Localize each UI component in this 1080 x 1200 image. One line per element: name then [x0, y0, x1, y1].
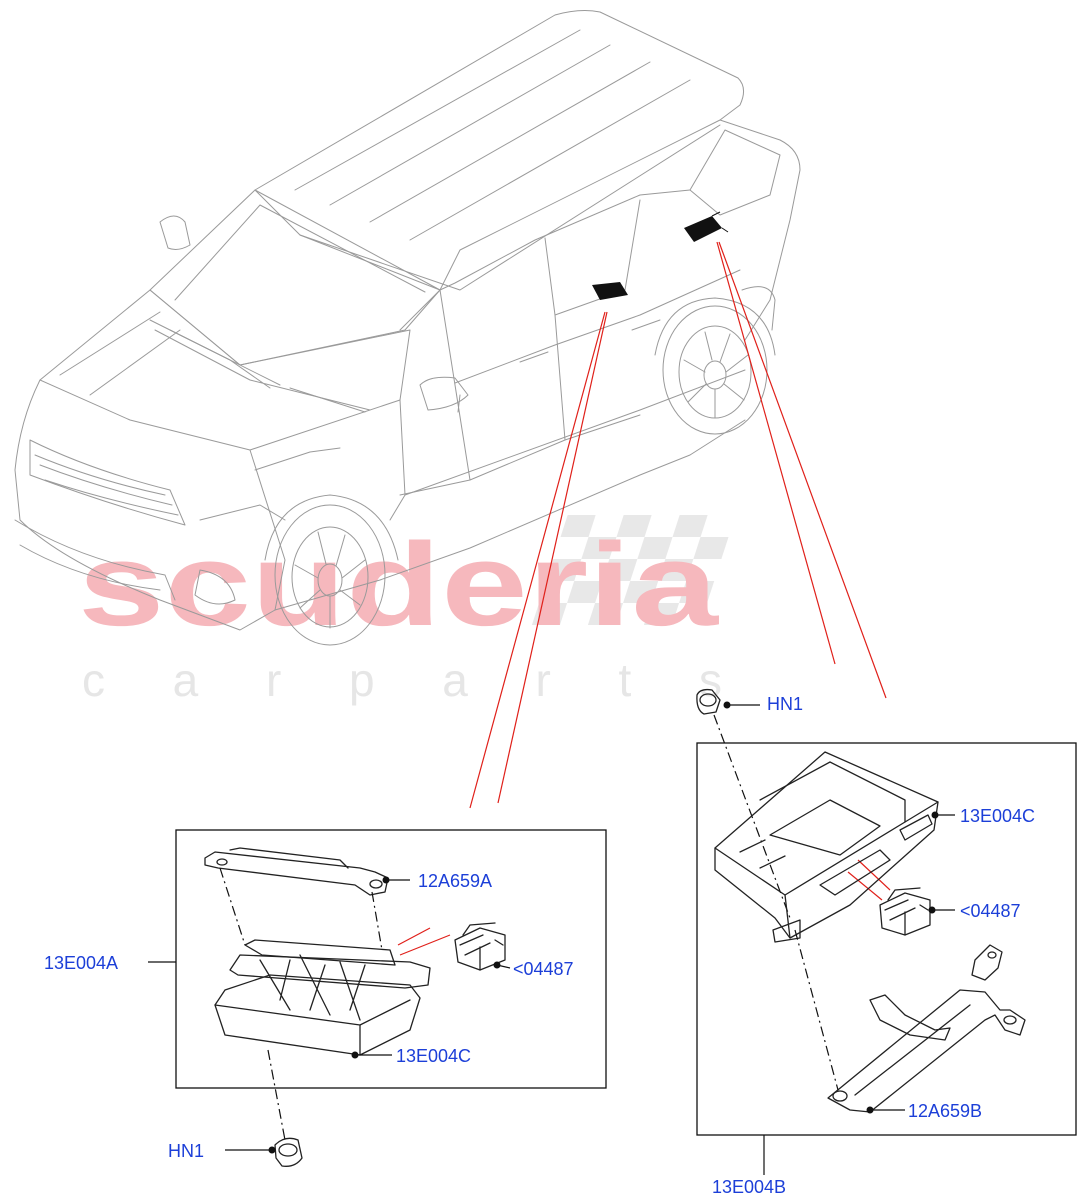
label-13e004c-left: 13E004C [396, 1046, 471, 1066]
electrical-connector-icon [454, 922, 506, 971]
control-module-icon [714, 751, 939, 943]
left-assembly [148, 829, 607, 1167]
right-assembly [696, 688, 1077, 1175]
watermark-tagline: c a r p a r t s [82, 654, 722, 706]
right-assembly-frame [696, 742, 1077, 1136]
checkered-flag-watermark [531, 515, 729, 625]
label-04487-left: <04487 [513, 959, 574, 979]
location-leaders [397, 241, 891, 956]
control-module-icon [214, 939, 431, 1056]
label-13e004a: 13E004A [44, 953, 118, 973]
label-13e004b: 13E004B [712, 1177, 786, 1197]
suv-line-art-icon [14, 10, 801, 646]
watermark-brand: scuderia [78, 519, 720, 651]
label-hn1-top: HN1 [767, 694, 803, 714]
flange-nut-icon [274, 1137, 303, 1167]
mounting-bracket-icon [827, 944, 1026, 1113]
mounting-bracket-icon [204, 847, 389, 896]
left-assembly-frame [175, 829, 607, 1089]
electrical-connector-icon [879, 887, 931, 936]
vehicle-module-marker-right [684, 211, 729, 242]
watermark: scuderia c a r p a r t s [78, 515, 729, 706]
flange-nut-icon [696, 688, 721, 715]
callout-labels: HN1 13E004C <04487 12A659B 13E004B 13E00… [44, 694, 1035, 1197]
label-04487-right: <04487 [960, 901, 1021, 921]
label-12a659b: 12A659B [908, 1101, 982, 1121]
label-hn1-bottom: HN1 [168, 1141, 204, 1161]
vehicle-module-marker-left [592, 282, 628, 300]
label-12a659a: 12A659A [418, 871, 492, 891]
vehicle-illustration [14, 10, 801, 646]
label-13e004c-right: 13E004C [960, 806, 1035, 826]
